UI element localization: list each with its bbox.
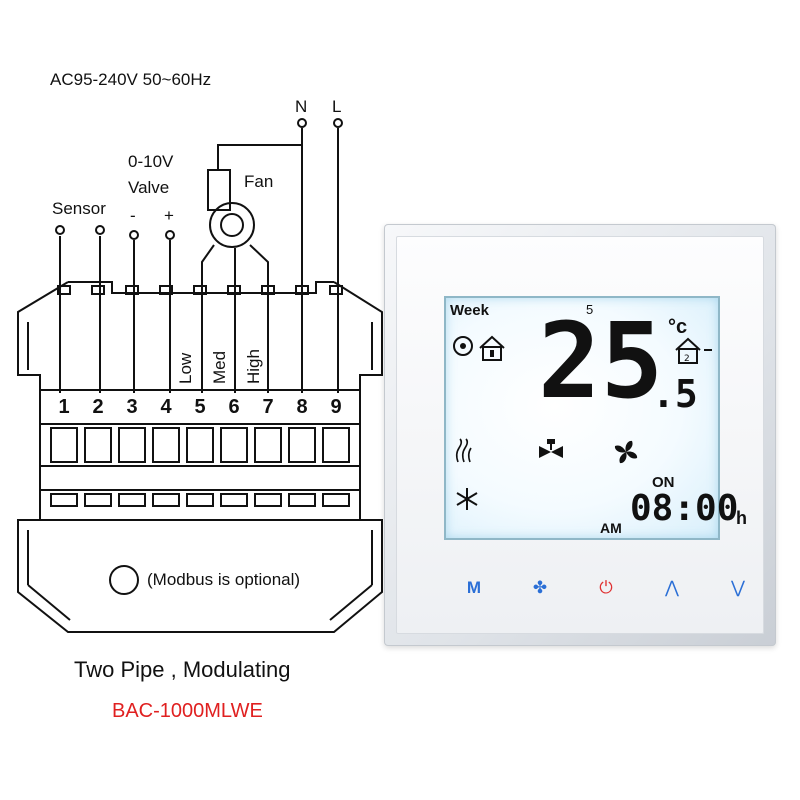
terminal-top-tab	[329, 285, 343, 295]
terminal-top-tab	[91, 285, 105, 295]
terminal-screw-block	[322, 427, 350, 463]
thermostat-faceplate: Week 5 °c 25 .5 2	[396, 236, 764, 634]
terminal-base-slot	[84, 493, 112, 507]
svg-text:2: 2	[684, 354, 690, 364]
temperature-value: 25	[538, 300, 664, 422]
sensor-label: Sensor	[52, 199, 106, 218]
terminal-number: 4	[160, 396, 172, 418]
fan-speed-button[interactable]: ✤	[532, 578, 548, 597]
terminal-number: 5	[194, 396, 206, 418]
fan-icon	[614, 440, 638, 464]
clock-time: 08:00	[630, 488, 739, 529]
neutral-label: N	[295, 97, 308, 116]
valve-label: Valve	[128, 178, 170, 197]
terminal-number: 1	[58, 396, 70, 418]
terminal-top-tab	[159, 285, 173, 295]
terminal-number: 8	[296, 396, 308, 418]
terminal-base-slot	[288, 493, 316, 507]
terminal-screw-block	[220, 427, 248, 463]
heat-icon	[455, 438, 472, 463]
terminal-top-tab	[193, 285, 207, 295]
terminal-screw-block	[84, 427, 112, 463]
temp-down-button[interactable]: ⋁	[731, 578, 745, 597]
terminal-base-slot	[152, 493, 180, 507]
valve-icon	[539, 439, 563, 458]
temp-unit: °c	[668, 316, 688, 338]
clock-unit: h	[736, 508, 747, 528]
power-rating: AC95-240V 50~60Hz	[50, 70, 212, 89]
terminal-base-slot	[118, 493, 146, 507]
terminal-base-slot	[254, 493, 282, 507]
fan-low-label: Low	[176, 352, 195, 384]
terminal-number: 7	[262, 396, 274, 418]
terminal-base-slot	[220, 493, 248, 507]
terminal-top-tab	[57, 285, 71, 295]
valve-plus-label: +	[164, 206, 174, 225]
auto-home-icon	[453, 335, 505, 361]
valve-minus-label: -	[130, 206, 136, 225]
terminal-top-tab	[125, 285, 139, 295]
fan-med-label: Med	[210, 350, 229, 384]
terminal-number: 3	[126, 396, 138, 418]
terminal-screw-block	[186, 427, 214, 463]
modbus-label: (Modbus is optional)	[147, 570, 301, 589]
model-number: BAC-1000MLWE	[112, 700, 263, 722]
terminal-screw-block	[254, 427, 282, 463]
thermostat-device: Week 5 °c 25 .5 2	[384, 224, 776, 646]
terminal-screw-block	[288, 427, 316, 463]
temp-up-button[interactable]: ⋀	[665, 578, 679, 597]
power-button[interactable]: ⏻	[599, 578, 613, 597]
live-label: L	[332, 97, 342, 116]
terminal-number: 9	[330, 396, 342, 418]
status-on: ON	[652, 474, 675, 491]
fan-high-label: High	[244, 349, 263, 384]
ampm-indicator: AM	[600, 520, 622, 536]
terminal-screw-block	[152, 427, 180, 463]
wiring-caption: Two Pipe , Modulating	[74, 657, 291, 682]
valve-range-label: 0-10V	[128, 152, 174, 171]
terminal-screw-block	[50, 427, 78, 463]
week-day: 5	[586, 302, 594, 317]
terminal-base-slot	[322, 493, 350, 507]
mode-button[interactable]: M	[466, 578, 482, 597]
terminal-number: 2	[92, 396, 104, 418]
snowflake-icon	[456, 488, 478, 510]
fan-label: Fan	[244, 172, 274, 191]
terminal-number: 6	[228, 396, 240, 418]
terminal-base-slot	[50, 493, 78, 507]
terminal-screw-block	[118, 427, 146, 463]
lcd-display: Week 5 °c 25 .5 2	[444, 296, 747, 540]
home-schedule-icon: 2	[675, 337, 712, 364]
temperature-decimal: .5	[652, 372, 698, 416]
week-label: Week	[450, 302, 489, 319]
terminal-base-slot	[186, 493, 214, 507]
